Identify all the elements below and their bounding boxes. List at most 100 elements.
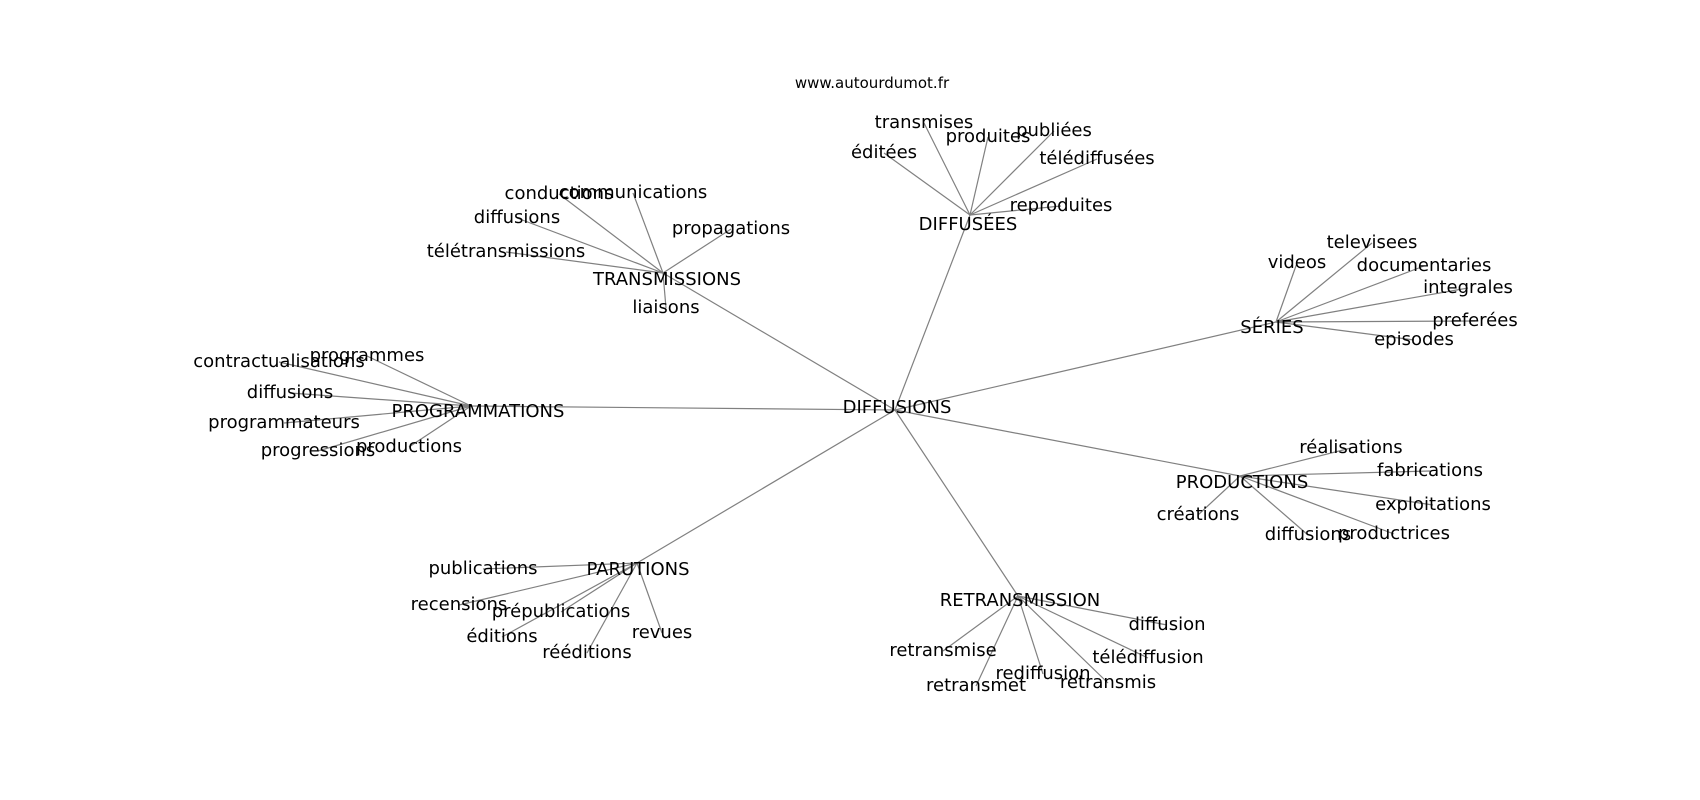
leaf-node-label[interactable]: productions [356, 436, 462, 457]
leaf-node-label[interactable]: exploitations [1375, 494, 1491, 515]
leaf-node-label[interactable]: éditées [851, 142, 917, 163]
leaf-node-label[interactable]: programmes [310, 345, 425, 366]
edge-hub-to-leaf [482, 562, 638, 570]
edge-hub-to-leaf [923, 122, 971, 216]
edge-hub-to-leaf [558, 193, 664, 274]
edge-hub-to-leaf [1275, 262, 1298, 323]
edge-hub-to-leaf [505, 251, 664, 274]
edge-hub-to-leaf [366, 355, 472, 407]
leaf-node-label[interactable]: recensions [411, 594, 508, 615]
edge-center-to-hub [662, 272, 896, 411]
leaf-node-label[interactable]: retransmis [1060, 672, 1156, 693]
hub-node-label[interactable]: TRANSMISSIONS [592, 269, 741, 290]
edge-hub-to-leaf [1239, 475, 1434, 506]
leaf-node-label[interactable]: fabrications [1377, 460, 1483, 481]
edge-hub-to-leaf [632, 192, 664, 274]
leaf-node-label[interactable]: créations [1157, 504, 1240, 525]
edge-hub-to-leaf [969, 136, 989, 216]
edge-center-to-hub [894, 409, 1019, 597]
edge-hub-to-leaf [1017, 595, 1044, 675]
leaf-node-label[interactable]: propagations [672, 218, 790, 239]
edge-hub-to-leaf [1197, 475, 1241, 516]
leaf-node-label[interactable]: revues [632, 622, 693, 643]
edge-hub-to-leaf [317, 405, 472, 452]
leaf-node-label[interactable]: rediffusion [995, 663, 1090, 684]
edge-hub-to-leaf [501, 562, 638, 638]
edge-hub-to-leaf [1239, 447, 1352, 477]
edge-center-to-hub [470, 405, 896, 411]
edge-hub-to-leaf [458, 562, 638, 606]
leaf-node-label[interactable]: rééditions [542, 642, 631, 663]
leaf-node-label[interactable]: produites [946, 126, 1031, 147]
edge-hub-to-leaf [408, 405, 472, 448]
leaf-node-label[interactable]: episodes [1374, 329, 1454, 350]
graph-edges [278, 122, 1476, 687]
edge-center-to-hub [636, 409, 896, 564]
edge-hub-to-leaf [1239, 470, 1431, 477]
edge-center-to-hub [894, 214, 971, 411]
leaf-node-label[interactable]: preferées [1432, 310, 1517, 331]
leaf-node-label[interactable]: progressions [261, 440, 376, 461]
leaf-node-label[interactable]: retransmise [889, 640, 996, 661]
leaf-node-label[interactable]: communications [559, 182, 708, 203]
leaf-node-label[interactable]: publiées [1016, 120, 1092, 141]
leaf-node-label[interactable]: videos [1268, 252, 1327, 273]
leaf-node-label[interactable]: documentaries [1357, 255, 1492, 276]
leaf-node-label[interactable]: liaisons [632, 297, 699, 318]
leaf-node-label[interactable]: télédiffusées [1039, 148, 1154, 169]
site-title[interactable]: www.autourdumot.fr [795, 74, 950, 92]
graph-labels: www.autourdumot.fr DIFFUSÉEStransmisespr… [193, 74, 1517, 696]
leaf-node-label[interactable]: prépublications [492, 601, 631, 622]
edge-hub-to-leaf [1017, 595, 1149, 659]
leaf-node-label[interactable]: télédiffusion [1092, 647, 1203, 668]
leaf-node-label[interactable]: productrices [1338, 523, 1450, 544]
edge-hub-to-leaf [1275, 242, 1373, 323]
edge-hub-to-leaf [1275, 321, 1415, 341]
leaf-node-label[interactable]: contractualisations [193, 351, 364, 372]
edge-hub-to-leaf [969, 130, 1055, 216]
edge-hub-to-leaf [1239, 475, 1395, 535]
edge-hub-to-leaf [883, 152, 971, 216]
leaf-node-label[interactable]: televisees [1327, 232, 1418, 253]
edge-hub-to-leaf [636, 562, 663, 634]
edge-hub-to-leaf [975, 595, 1019, 687]
leaf-node-label[interactable]: diffusions [247, 382, 333, 403]
edge-hub-to-leaf [516, 217, 664, 274]
hub-node-label[interactable]: PROGRAMMATIONS [392, 401, 565, 422]
hub-node-label[interactable]: PRODUCTIONS [1176, 472, 1309, 493]
leaf-node-label[interactable]: diffusions [1265, 524, 1351, 545]
leaf-node-label[interactable]: transmises [875, 112, 974, 133]
leaf-node-label[interactable]: télétransmissions [427, 241, 586, 262]
leaf-node-label[interactable]: programmateurs [208, 412, 360, 433]
edge-hub-to-leaf [586, 562, 638, 654]
hub-node-label[interactable]: DIFFUSÉES [919, 213, 1018, 235]
edge-hub-to-leaf [1017, 595, 1109, 684]
edge-hub-to-leaf [1017, 595, 1168, 626]
leaf-node-label[interactable]: retransmet [926, 675, 1026, 696]
leaf-node-label[interactable]: reproduites [1010, 195, 1113, 216]
edge-center-to-hub [894, 409, 1241, 477]
edge-hub-to-leaf [1275, 265, 1425, 323]
edge-center-to-hub [894, 321, 1277, 411]
leaf-node-label[interactable]: réalisations [1299, 437, 1402, 458]
hub-node-label[interactable]: RETRANSMISSION [940, 590, 1101, 611]
edge-hub-to-leaf [289, 392, 472, 407]
edge-hub-to-leaf [942, 595, 1019, 652]
edge-hub-to-leaf [278, 361, 472, 407]
edge-hub-to-leaf [969, 158, 1098, 216]
leaf-node-label[interactable]: éditions [466, 626, 537, 647]
leaf-node-label[interactable]: publications [428, 558, 537, 579]
edge-hub-to-leaf [662, 228, 732, 274]
edge-hub-to-leaf [1275, 287, 1469, 323]
center-node-label[interactable]: DIFFUSIONS [843, 397, 952, 418]
edge-hub-to-leaf [969, 205, 1062, 216]
edge-hub-to-leaf [560, 562, 638, 613]
leaf-node-label[interactable]: conductions [505, 183, 614, 204]
edge-hub-to-leaf [1275, 320, 1476, 323]
leaf-node-label[interactable]: diffusions [474, 207, 560, 228]
hub-node-label[interactable]: PARUTIONS [586, 559, 689, 580]
leaf-node-label[interactable]: diffusion [1128, 614, 1205, 635]
hub-node-label[interactable]: SÉRIES [1240, 316, 1303, 338]
leaf-node-label[interactable]: integrales [1423, 277, 1513, 298]
